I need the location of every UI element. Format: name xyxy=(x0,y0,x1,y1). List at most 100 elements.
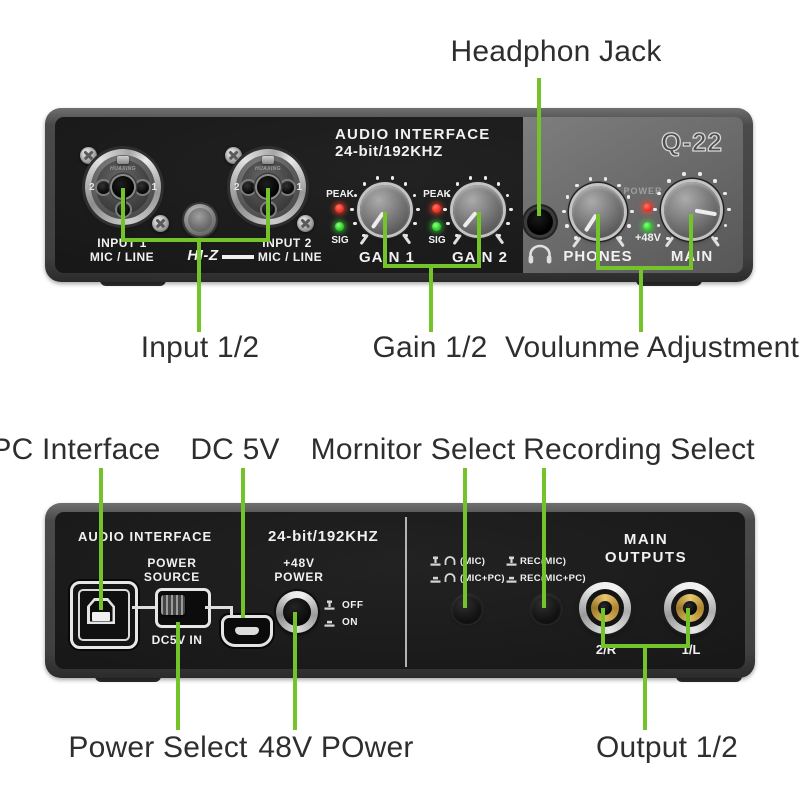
xlr-trs-hole xyxy=(112,176,134,198)
back-brand-line1: AUDIO INTERFACE xyxy=(78,529,213,544)
output-jack-2r xyxy=(579,582,631,634)
phantom-led xyxy=(643,222,652,231)
bracket-gain-drop xyxy=(429,268,433,332)
screw-icon xyxy=(225,147,242,164)
panel-print-line xyxy=(205,606,233,609)
micro-usb-slot xyxy=(235,627,259,635)
callout-line-pc xyxy=(99,468,103,610)
headphone-icon xyxy=(528,244,552,264)
button-up-icon xyxy=(430,556,441,566)
bracket-volume-drop xyxy=(639,270,643,332)
phantom-power-label2: POWER xyxy=(274,570,324,584)
callout-line-monitor xyxy=(463,468,467,608)
rec-mode-mic-pc-label: REC(MIC+PC) xyxy=(520,573,586,584)
xlr-pin-hole xyxy=(281,181,294,194)
callout-pc-interface: PC Interface xyxy=(0,433,161,466)
headphone-icon xyxy=(444,556,456,565)
main-outputs-label1: MAIN xyxy=(623,531,669,548)
xlr-pin-number: 1 xyxy=(296,182,302,193)
xlr-brand-text: HUAXING xyxy=(110,166,136,172)
phantom-power-label1: +48V xyxy=(283,556,315,570)
usb-b-port xyxy=(70,581,138,649)
phantom-power-button xyxy=(276,591,318,633)
input2-label: INPUT 2 xyxy=(262,236,312,250)
button-up-icon xyxy=(324,600,335,610)
button-down-icon xyxy=(506,576,517,583)
power-source-label1: POWER xyxy=(147,556,197,570)
knob-pointer xyxy=(694,208,717,217)
screw-icon xyxy=(297,215,314,232)
button-down-icon xyxy=(324,620,335,627)
model-badge: Q-22 xyxy=(660,126,723,157)
panel-print-line xyxy=(132,606,155,609)
callout-line-recording xyxy=(542,468,546,608)
on-label: ON xyxy=(342,617,358,628)
bracket-gain-right xyxy=(477,212,481,268)
callout-output: Output 1/2 xyxy=(595,731,739,764)
callout-gain: Gain 1/2 xyxy=(372,331,488,364)
callout-dc-5v: DC 5V xyxy=(190,433,280,466)
sig-led-ch2 xyxy=(432,222,441,231)
xlr-pin-hole xyxy=(97,181,110,194)
power-source-switch xyxy=(155,588,211,628)
callout-headphone-jack: Headphon Jack xyxy=(450,35,662,68)
bracket-output-bar xyxy=(601,644,690,648)
back-panel-divider xyxy=(405,517,407,667)
xlr-brand-text: HUAXING xyxy=(255,166,281,172)
sig-label-ch2: SIG xyxy=(428,235,446,246)
front-panel-device xyxy=(45,108,753,282)
xlr-pin-hole xyxy=(242,181,255,194)
xlr-pin-hole xyxy=(136,181,149,194)
bracket-input-right xyxy=(266,188,270,242)
power-source-label2: SOURCE xyxy=(143,570,201,584)
callout-volume: Voulunme Adjustment xyxy=(505,331,799,364)
button-down-icon xyxy=(430,576,441,583)
knob-pointer xyxy=(462,211,478,229)
output-jack-1l xyxy=(664,582,716,634)
bracket-volume-left xyxy=(596,214,600,270)
monitor-select-button xyxy=(452,594,482,624)
button-up-icon xyxy=(506,556,517,566)
callout-input: Input 1/2 xyxy=(140,331,260,364)
hi-z-button-face xyxy=(188,208,212,232)
phantom-power-button-face xyxy=(283,598,311,626)
callout-monitor-select: Mornitor Select xyxy=(310,433,516,466)
peak-led-ch2 xyxy=(432,204,441,213)
bracket-volume-right xyxy=(689,214,693,270)
input2-sublabel: MIC / LINE xyxy=(257,250,323,264)
screw-icon xyxy=(80,147,97,164)
xlr-pin-number: 2 xyxy=(234,182,240,193)
bracket-volume-bar xyxy=(596,266,693,270)
bracket-input-drop xyxy=(197,242,201,332)
headphone-icon xyxy=(444,573,456,582)
callout-48v-power: 48V POwer xyxy=(258,731,414,764)
sig-led-ch1 xyxy=(335,222,344,231)
monitor-mode-mic-label: (MIC) xyxy=(460,556,486,567)
peak-label-ch1: PEAK xyxy=(326,189,354,200)
hi-z-dash xyxy=(222,255,254,259)
peak-label-ch2: PEAK xyxy=(423,189,451,200)
bracket-output-right xyxy=(686,608,690,648)
power-label: POWER xyxy=(623,186,663,196)
front-brand-line1: AUDIO INTERFACE xyxy=(335,126,491,143)
sig-label-ch1: SIG xyxy=(331,235,349,246)
bracket-input-left xyxy=(121,188,125,242)
power-source-switch-knob xyxy=(161,595,185,615)
callout-line-dc xyxy=(241,468,245,618)
panel-print-line xyxy=(230,606,233,616)
input1-sublabel: MIC / LINE xyxy=(89,250,155,264)
power-led xyxy=(643,203,652,212)
recording-select-button xyxy=(531,594,561,624)
xlr-latch xyxy=(117,156,129,164)
callout-recording-select: Recording Select xyxy=(523,433,755,466)
hi-z-button xyxy=(184,204,216,236)
xlr-face: HUAXING 2 1 xyxy=(234,156,302,216)
bracket-gain-bar xyxy=(383,264,481,268)
xlr-latch xyxy=(262,156,274,164)
bracket-output-drop xyxy=(643,648,647,730)
hi-z-label: HI-Z xyxy=(187,247,219,264)
phantom-label: +48V xyxy=(635,232,661,244)
xlr-pin-number: 1 xyxy=(151,182,157,193)
bracket-input-bar xyxy=(121,238,270,242)
